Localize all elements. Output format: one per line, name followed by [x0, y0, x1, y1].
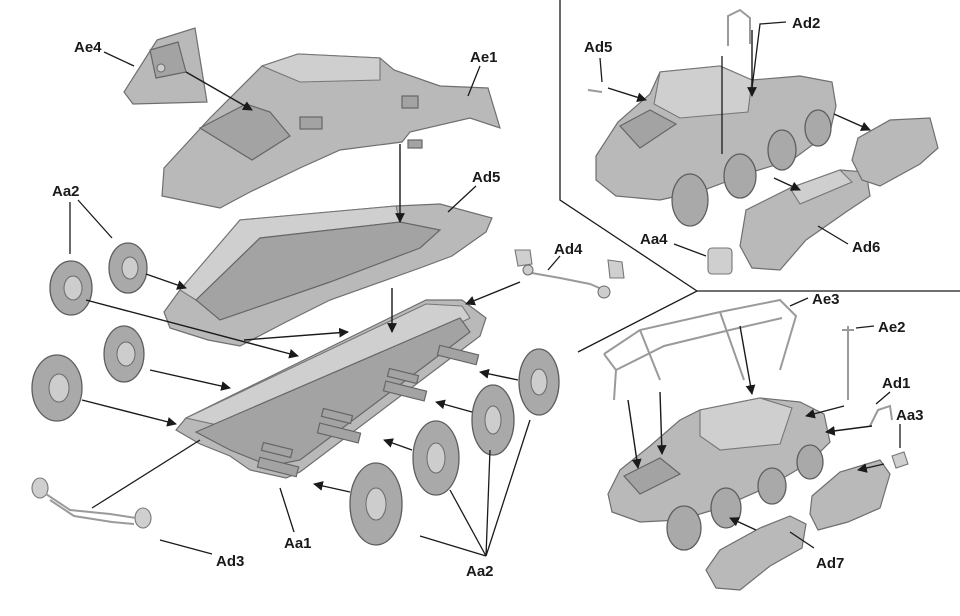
inset-bottom-vehicle [603, 298, 909, 551]
inset-top-vehicle [587, 8, 837, 227]
part-ae1 [161, 53, 501, 209]
part-aa4 [707, 247, 733, 275]
label-ad6: Ad6 [852, 239, 880, 256]
leader-lines [69, 21, 901, 557]
part-ad6 [739, 117, 939, 271]
wheel [518, 348, 560, 416]
part-ad4 [514, 249, 625, 299]
wheel [108, 242, 148, 294]
label-ae1: Ae1 [470, 49, 498, 66]
wheel [804, 109, 832, 147]
label-aa1: Aa1 [284, 535, 312, 552]
label-ae2: Ae2 [878, 319, 906, 336]
label-aa2-left: Aa2 [52, 183, 80, 200]
label-aa2-bottom: Aa2 [466, 563, 494, 580]
label-ae4: Ae4 [74, 39, 102, 56]
wheel [103, 325, 145, 383]
label-ad5-inset: Ad5 [584, 39, 612, 56]
part-labels: Ae4 Ae1 Aa2 Ad5 Ad4 Ad3 Aa1 Aa2 Ad5 Ad2 … [52, 15, 924, 580]
label-ae3: Ae3 [812, 291, 840, 308]
assembly-arrows [81, 30, 885, 531]
inset-panel-bottom-border [577, 290, 960, 353]
wheel [710, 487, 742, 529]
part-chassis [175, 299, 487, 479]
wheel [349, 462, 403, 546]
part-ad7 [705, 459, 891, 591]
part-ae4 [123, 27, 208, 105]
wheel [31, 354, 83, 422]
label-ad4: Ad4 [554, 241, 583, 258]
label-aa4: Aa4 [640, 231, 668, 248]
wheel [796, 444, 824, 480]
label-ad1: Ad1 [882, 375, 910, 392]
wheel [671, 173, 709, 227]
part-ad3 [31, 477, 152, 529]
wheel [666, 505, 702, 551]
wheels [31, 242, 560, 546]
wheel [723, 153, 757, 199]
wheel [767, 129, 797, 171]
inset-panel-top-border [559, 0, 698, 292]
label-ad3: Ad3 [216, 553, 244, 570]
wheel [412, 420, 460, 496]
wheel [757, 467, 787, 505]
label-ad7: Ad7 [816, 555, 844, 572]
label-ad2: Ad2 [792, 15, 820, 32]
label-ad5-main: Ad5 [472, 169, 500, 186]
wheel [49, 260, 93, 316]
label-aa3: Aa3 [896, 407, 924, 424]
wheel [471, 384, 515, 456]
